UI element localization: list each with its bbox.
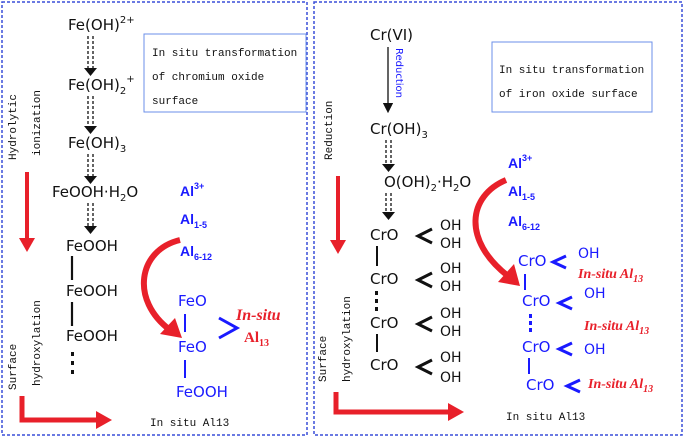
rp-oh-1: OH bbox=[578, 246, 600, 262]
left-box-line-1: In situ transformation bbox=[152, 48, 297, 60]
right-side-surface: Surface bbox=[318, 336, 330, 382]
rp-chevron-1 bbox=[549, 254, 567, 270]
oh-2a: OH bbox=[440, 261, 462, 277]
cro-3: CrO bbox=[370, 314, 398, 332]
right-arrowhead-1 bbox=[382, 164, 395, 172]
left-product-feooh: FeOOH bbox=[176, 383, 228, 401]
left-al612: Al6-12 bbox=[180, 243, 212, 262]
right-double-arrow-1 bbox=[385, 140, 392, 166]
left-side-surface: Surface bbox=[8, 344, 20, 390]
rp-dot-2 bbox=[529, 321, 532, 325]
feooh-h2o: FeOOH·H2O bbox=[52, 183, 138, 204]
rp-oh-3: OH bbox=[584, 342, 606, 358]
right-side-hydroxylation: hydroxylation bbox=[342, 296, 354, 382]
rp-cro-1: CrO bbox=[518, 252, 546, 270]
right-side-reduction: Reduction bbox=[324, 101, 336, 160]
left-box-line-3: surface bbox=[152, 96, 198, 108]
rp-chevron-4 bbox=[563, 378, 581, 394]
left-side-hydroxylation: hydroxylation bbox=[32, 300, 44, 386]
right-box-line-1: In situ transformation bbox=[499, 65, 644, 77]
left-double-arrows bbox=[87, 36, 94, 228]
left-curved-red-arrowhead bbox=[160, 318, 182, 338]
right-info-box bbox=[491, 41, 653, 113]
right-al15: Al1-5 bbox=[508, 183, 535, 202]
cro-4: CrO bbox=[370, 356, 398, 374]
cro-4-chevron bbox=[414, 358, 433, 376]
fe-oh-2plus: Fe(OH)2+ bbox=[68, 15, 135, 34]
left-insitu-al13: Al13 bbox=[244, 330, 269, 349]
rp-dot-3 bbox=[529, 328, 532, 332]
rp-insitu-1: In-situ Al13 bbox=[577, 267, 643, 285]
reduction-label: Reduction bbox=[393, 48, 404, 98]
right-product: CrO OH In-situ Al13 CrO OH In-situ Al13 … bbox=[518, 246, 653, 395]
oh-4b: OH bbox=[440, 370, 462, 386]
right-red-down-arrowhead bbox=[330, 240, 346, 254]
right-curved-red-arrowhead bbox=[498, 264, 520, 286]
cro-2-chevron bbox=[414, 271, 433, 289]
left-arrowheads bbox=[84, 68, 97, 234]
left-al3: Al3+ bbox=[180, 181, 204, 199]
feooh-1: FeOOH bbox=[66, 237, 118, 255]
fe-oh3: Fe(OH)3 bbox=[68, 134, 126, 155]
fe-oh2-plus: Fe(OH)2+ bbox=[68, 74, 135, 97]
feooh-2: FeOOH bbox=[66, 282, 118, 300]
rp-chevron-2 bbox=[555, 295, 573, 311]
right-box-line-2: of iron oxide surface bbox=[499, 89, 638, 101]
rp-cro-4: CrO bbox=[526, 376, 554, 394]
oh-4a: OH bbox=[440, 350, 462, 366]
right-cr-chain: CrO OH OH CrO OH OH CrO OH OH CrO OH OH bbox=[370, 218, 462, 386]
rp-oh-2: OH bbox=[584, 286, 606, 302]
left-bottom-label: In situ Al13 bbox=[150, 418, 229, 430]
rp-dot-1 bbox=[529, 314, 532, 318]
rp-cro-2: CrO bbox=[522, 292, 550, 310]
left-product-chevron bbox=[218, 316, 241, 340]
oh-3a: OH bbox=[440, 306, 462, 322]
left-red-down-arrowhead bbox=[19, 238, 35, 252]
feooh-3: FeOOH bbox=[66, 327, 118, 345]
right-curved-red-arrow bbox=[472, 177, 510, 279]
right-bottom-label: In situ Al13 bbox=[506, 412, 585, 424]
oh-1a: OH bbox=[440, 218, 462, 234]
left-side-hydrolytic: Hydrolytic bbox=[8, 94, 20, 160]
left-panel-border bbox=[1, 1, 308, 436]
cro-1: CrO bbox=[370, 226, 398, 244]
right-double-arrow-2 bbox=[385, 193, 392, 214]
left-curved-red-arrow bbox=[140, 237, 181, 333]
rp-insitu-4: In-situ Al13 bbox=[587, 377, 653, 395]
left-insitu-label: In-situ bbox=[235, 307, 281, 324]
left-box-line-2: of chromium oxide bbox=[152, 72, 264, 84]
right-arrowhead-2 bbox=[382, 212, 395, 220]
oh-1b: OH bbox=[440, 236, 462, 252]
right-red-corner-arrow bbox=[333, 392, 450, 415]
cro-dot-1 bbox=[375, 291, 378, 295]
rp-cro-3: CrO bbox=[522, 338, 550, 356]
right-o-oh2-h2o: O(OH)2·H2O bbox=[384, 173, 471, 194]
cr-oh3: Cr(OH)3 bbox=[370, 120, 428, 141]
left-red-corner-arrowhead bbox=[96, 411, 112, 429]
cro-2: CrO bbox=[370, 270, 398, 288]
left-info-box bbox=[143, 33, 307, 113]
cro-dot-2 bbox=[375, 299, 378, 303]
right-red-corner-arrowhead bbox=[448, 403, 464, 421]
cro-dot-3 bbox=[375, 307, 378, 311]
left-al15: Al1-5 bbox=[180, 211, 207, 230]
left-red-corner-arrow bbox=[19, 396, 98, 423]
oh-2b: OH bbox=[440, 279, 462, 295]
cr-vi: Cr(VI) bbox=[370, 26, 413, 44]
left-side-ionization: ionization bbox=[32, 90, 44, 156]
left-product-feo-1: FeO bbox=[178, 292, 207, 310]
chain-ellipsis bbox=[71, 352, 74, 374]
oh-3b: OH bbox=[440, 324, 462, 340]
right-al612: Al6-12 bbox=[508, 213, 540, 232]
right-al3: Al3+ bbox=[508, 153, 532, 171]
left-product-feo-2: FeO bbox=[178, 338, 207, 356]
cro-3-chevron bbox=[414, 315, 433, 333]
right-panel-border bbox=[313, 1, 683, 436]
cro-1-chevron bbox=[414, 227, 433, 245]
rp-insitu-2: In-situ Al13 bbox=[583, 319, 649, 337]
rp-chevron-3 bbox=[555, 341, 573, 357]
